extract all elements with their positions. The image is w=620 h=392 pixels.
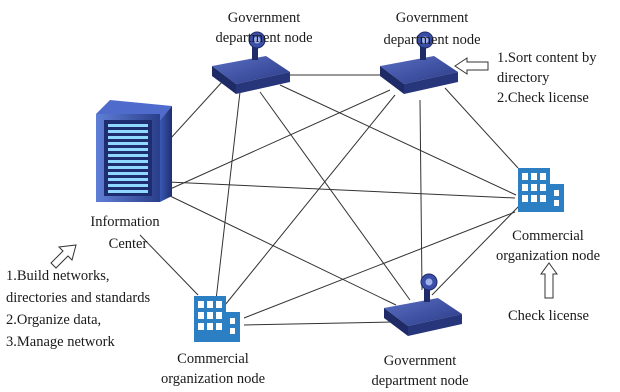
node-label-info-center-line1: Information (90, 214, 160, 230)
arrow-left-icon (454, 57, 489, 75)
gov-device-icon (384, 273, 462, 336)
note-info-center-line1: 1.Build networks, (6, 268, 110, 284)
arrow-up-icon (540, 262, 558, 299)
building-icon (194, 296, 240, 342)
node-label-gov-bottom-line2: department node (371, 373, 468, 389)
node-label-commercial-right-line1: Commercial (512, 228, 584, 244)
note-gov-top-right-line3: 2.Check license (497, 90, 589, 106)
server-rack-icon (96, 100, 172, 202)
note-commercial-right-line1: Check license (508, 308, 589, 324)
note-info-center-line3: 2.Organize data, (6, 312, 101, 328)
link-info-gov-bottom (167, 194, 397, 306)
link-commercial-left-commercial-right (243, 211, 516, 319)
arrow-up-right-icon (50, 244, 77, 269)
gov-device-icon (212, 31, 290, 94)
node-label-gov-top-left-line2: department node (215, 30, 312, 46)
connection-lines (139, 74, 521, 326)
link-gov-tl-commercial-right (279, 84, 517, 196)
node-label-gov-top-left-line1: Government (228, 10, 300, 26)
node-label-commercial-left-line2: organization node (161, 371, 265, 387)
note-gov-top-right-line2: directory (497, 70, 550, 86)
node-label-gov-top-right-line1: Government (396, 10, 468, 26)
node-label-gov-bottom-line1: Government (384, 353, 456, 369)
link-gov-tr-gov-bottom (419, 99, 423, 291)
node-label-gov-top-right-line2: department node (383, 32, 480, 48)
link-gov-tl-gov-bottom (259, 91, 411, 301)
link-gov-tr-commercial-left (224, 94, 396, 306)
node-label-commercial-left-line1: Commercial (177, 351, 249, 367)
note-info-center-line2: directories and standards (6, 290, 151, 306)
note-info-center-line4: 3.Manage network (6, 334, 115, 350)
link-gov-tl-commercial-left (215, 91, 241, 301)
link-commercial-left-gov-bottom (243, 321, 393, 326)
node-label-commercial-right-line2: organization node (496, 248, 600, 264)
link-gov-tr-info (167, 89, 391, 191)
link-gov-tr-commercial-right (444, 87, 519, 169)
link-commercial-right-gov-bottom (431, 204, 521, 296)
link-info-commercial-right (167, 181, 516, 199)
link-info-commercial-left (139, 234, 199, 296)
gov-device-icon (380, 31, 458, 94)
node-label-info-center-line2: Center (109, 236, 148, 252)
note-gov-top-right-line1: 1.Sort content by (497, 50, 597, 66)
building-icon (518, 168, 564, 212)
